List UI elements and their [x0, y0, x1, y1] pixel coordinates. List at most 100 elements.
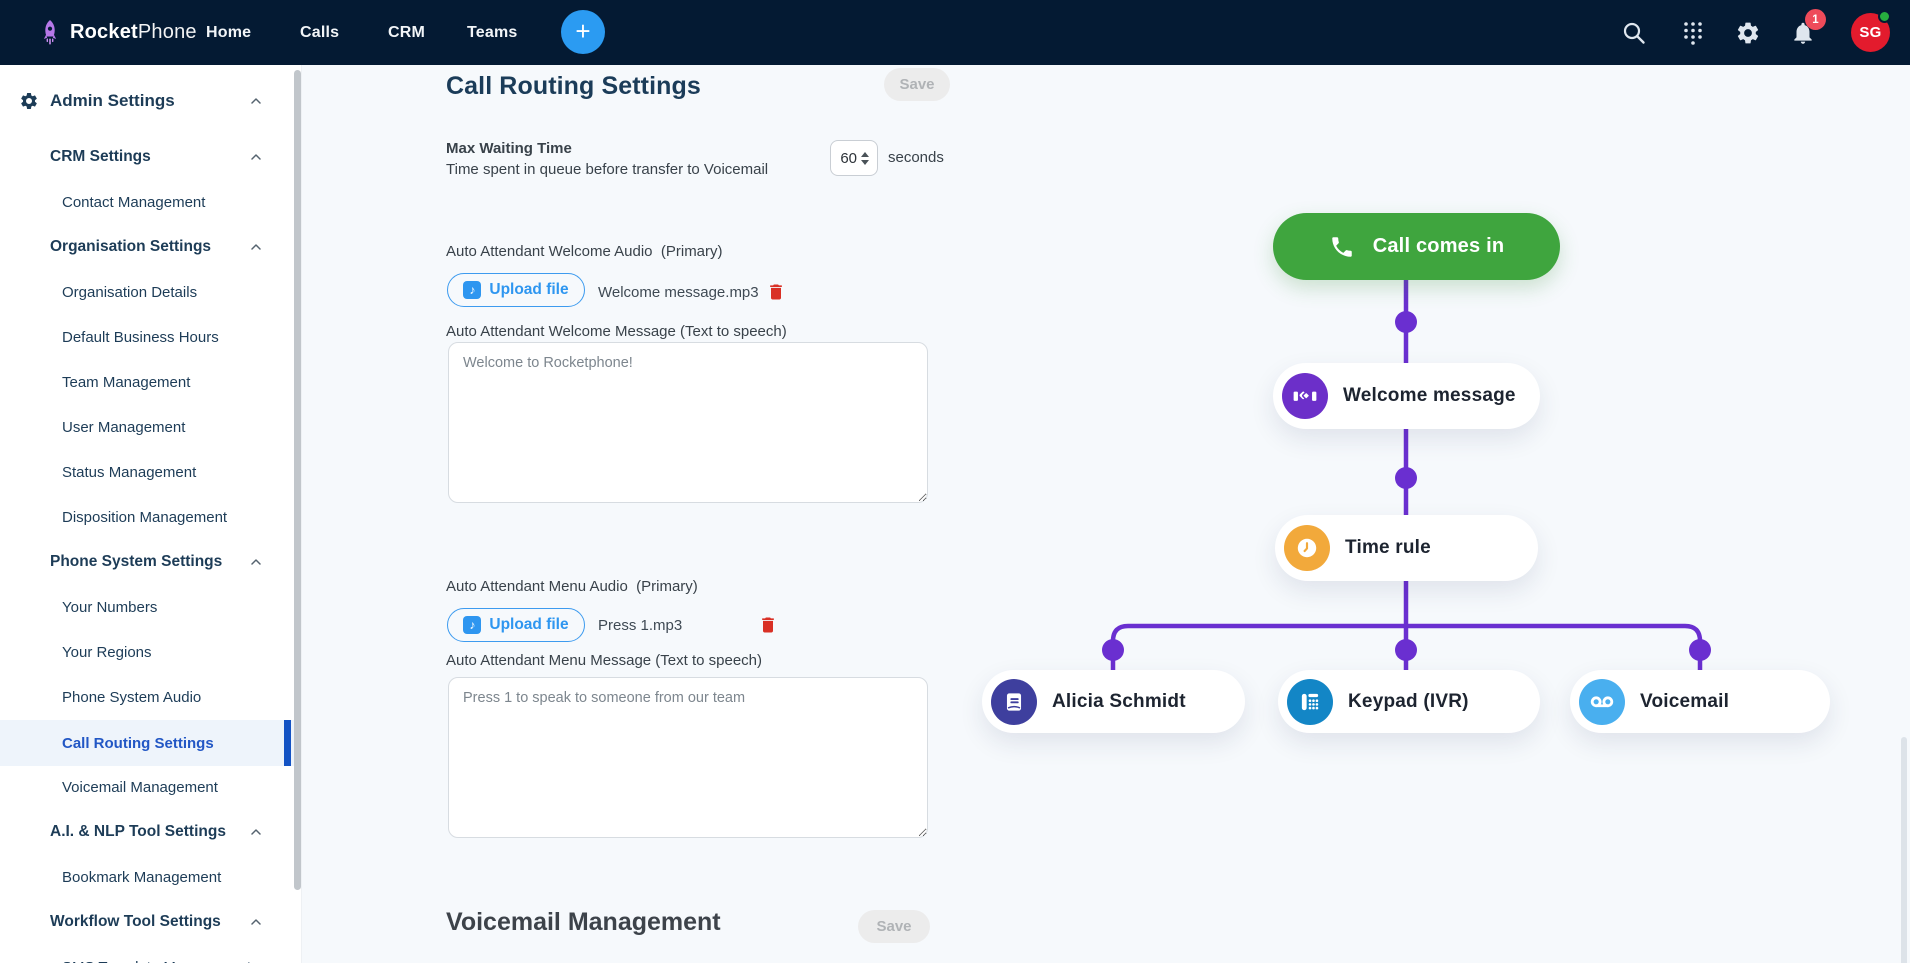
upload-button-label: Upload file — [489, 616, 569, 633]
delete-welcome-audio-button[interactable] — [766, 281, 786, 303]
welcome-message-textarea[interactable] — [448, 342, 928, 503]
music-file-icon: ♪ — [463, 616, 482, 634]
bell-icon[interactable] — [1790, 20, 1816, 46]
trash-icon — [770, 284, 782, 300]
contact-book-icon — [1006, 692, 1022, 711]
flow-node-keypad-ivr[interactable]: Keypad (IVR) — [1278, 670, 1540, 733]
sidebar-item-label: Voicemail Management — [62, 778, 218, 796]
chevron-up-icon[interactable] — [248, 93, 264, 109]
menu-message-label: Auto Attendant Menu Message (Text to spe… — [446, 652, 763, 669]
flow-node-welcome-message[interactable]: Welcome message — [1273, 363, 1540, 429]
stepper-down-icon[interactable] — [861, 159, 869, 165]
save-button[interactable]: Save — [884, 68, 950, 101]
sidebar-item-organisation-details[interactable]: Organisation Details — [0, 270, 301, 314]
add-button[interactable]: + — [561, 10, 605, 54]
sidebar-item-user-management[interactable]: User Management — [0, 405, 301, 449]
brand-logo[interactable]: RocketPhone — [38, 0, 197, 65]
call-routing-settings-page: Call Routing Settings Save Max Waiting T… — [302, 65, 1910, 963]
selected-item-indicator — [284, 720, 291, 766]
sidebar-item-label: CRM Settings — [50, 148, 151, 165]
nav-item-crm[interactable]: CRM — [388, 23, 426, 41]
handshake-icon — [1293, 391, 1317, 401]
page-scrollbar[interactable] — [1901, 737, 1907, 963]
online-status-dot — [1878, 10, 1891, 23]
welcome-audio-label: Auto Attendant Welcome Audio (Primary) — [446, 243, 723, 260]
gear-icon — [21, 92, 37, 109]
sidebar-item-call-routing-settings[interactable]: Call Routing Settings — [0, 720, 301, 766]
nav-item-teams[interactable]: Teams — [467, 23, 518, 41]
voicemail-icon — [1590, 695, 1614, 707]
music-file-icon: ♪ — [463, 281, 482, 299]
sidebar-item-label: Bookmark Management — [62, 868, 222, 886]
sidebar-item-workflow-tool-settings[interactable]: Workflow Tool Settings — [0, 900, 301, 944]
sidebar-item-label: Phone System Audio — [62, 688, 202, 706]
brand-name: RocketPhone — [70, 21, 197, 43]
phone-icon — [1331, 236, 1352, 257]
nav-item-home[interactable]: Home — [206, 23, 252, 41]
sidebar-item-phone-system-settings[interactable]: Phone System Settings — [0, 540, 301, 584]
sidebar-item-phone-system-audio[interactable]: Phone System Audio — [0, 675, 301, 719]
sidebar-item-contact-management[interactable]: Contact Management — [0, 180, 301, 224]
number-stepper[interactable] — [861, 151, 869, 165]
dialpad-icon[interactable] — [1680, 20, 1706, 46]
sidebar-item-label: Status Management — [62, 463, 197, 481]
flow-node-call-comes-in[interactable]: Call comes in — [1273, 213, 1560, 280]
sidebar-item-your-numbers[interactable]: Your Numbers — [0, 585, 301, 629]
stepper-up-icon[interactable] — [861, 151, 869, 157]
sidebar-item-voicemail-management[interactable]: Voicemail Management — [0, 765, 301, 809]
sidebar-item-label: Call Routing Settings — [62, 734, 214, 752]
chevron-up-icon[interactable] — [248, 239, 264, 255]
sidebar-item-crm-settings[interactable]: CRM Settings — [0, 135, 301, 179]
menu-audio-label: Auto Attendant Menu Audio (Primary) — [446, 578, 698, 595]
sidebar-item-bookmark-management[interactable]: Bookmark Management — [0, 855, 301, 899]
call-flow-diagram: Call comes in Welcome message — [960, 65, 1910, 963]
voicemail-management-title: Voicemail Management — [446, 908, 721, 936]
sidebar-scrollbar[interactable] — [294, 70, 301, 890]
flow-node-voicemail[interactable]: Voicemail — [1570, 670, 1830, 733]
sidebar-item-status-management[interactable]: Status Management — [0, 450, 301, 494]
keypad-icon — [1301, 693, 1319, 710]
sidebar-item-disposition-management[interactable]: Disposition Management — [0, 495, 301, 539]
sidebar-item-your-regions[interactable]: Your Regions — [0, 630, 301, 674]
flow-node-label: Voicemail — [1640, 690, 1730, 712]
sidebar-item-sms-template-management[interactable]: SMS Template Management — [0, 945, 301, 963]
sidebar-item-label: Admin Settings — [50, 91, 175, 110]
flow-node-time-rule[interactable]: Time rule — [1275, 515, 1538, 581]
sidebar-item-label: Organisation Settings — [50, 238, 212, 255]
max-waiting-time-input[interactable] — [830, 140, 878, 176]
sidebar-item-default-business-hours[interactable]: Default Business Hours — [0, 315, 301, 359]
max-waiting-time-label: Max Waiting Time — [446, 140, 572, 157]
flow-node-alicia-schmidt[interactable]: Alicia Schmidt — [982, 670, 1245, 733]
sidebar-item-ai-nlp-tool-settings[interactable]: A.I. & NLP Tool Settings — [0, 810, 301, 854]
chevron-up-icon[interactable] — [248, 824, 264, 840]
search-icon[interactable] — [1621, 20, 1647, 46]
sidebar-item-label: Contact Management — [62, 193, 206, 211]
sidebar-item-label: User Management — [62, 418, 186, 436]
upload-menu-audio-button[interactable]: ♪ Upload file — [447, 608, 585, 642]
max-waiting-time-value[interactable] — [831, 149, 857, 167]
nav-item-calls[interactable]: Calls — [300, 23, 340, 41]
max-waiting-time-description: Time spent in queue before transfer to V… — [446, 161, 769, 178]
chevron-up-icon[interactable] — [248, 149, 264, 165]
chevron-up-icon[interactable] — [248, 554, 264, 570]
voicemail-save-button[interactable]: Save — [858, 910, 930, 943]
flow-node-label: Alicia Schmidt — [1052, 690, 1186, 712]
sidebar-item-team-management[interactable]: Team Management — [0, 360, 301, 404]
menu-message-textarea[interactable] — [448, 677, 928, 838]
sidebar-item-admin-settings[interactable]: Admin Settings — [0, 79, 301, 123]
upload-welcome-audio-button[interactable]: ♪ Upload file — [447, 273, 585, 307]
sidebar-item-label: Default Business Hours — [62, 328, 219, 346]
rocket-icon — [43, 19, 57, 44]
gear-icon[interactable] — [1735, 20, 1761, 46]
sidebar-item-label: Phone System Settings — [50, 553, 223, 570]
welcome-audio-file-name: Welcome message.mp3 — [598, 284, 759, 301]
sidebar-item-label: Workflow Tool Settings — [50, 913, 221, 930]
flow-connectors — [1102, 274, 1711, 674]
flow-node-label: Time rule — [1345, 537, 1431, 558]
notification-badge: 1 — [1805, 9, 1826, 30]
delete-menu-audio-button[interactable] — [758, 614, 778, 636]
flow-node-label: Welcome message — [1343, 385, 1516, 406]
chevron-up-icon[interactable] — [248, 914, 264, 930]
sidebar-item-organisation-settings[interactable]: Organisation Settings — [0, 225, 301, 269]
menu-audio-file-name: Press 1.mp3 — [598, 617, 683, 634]
